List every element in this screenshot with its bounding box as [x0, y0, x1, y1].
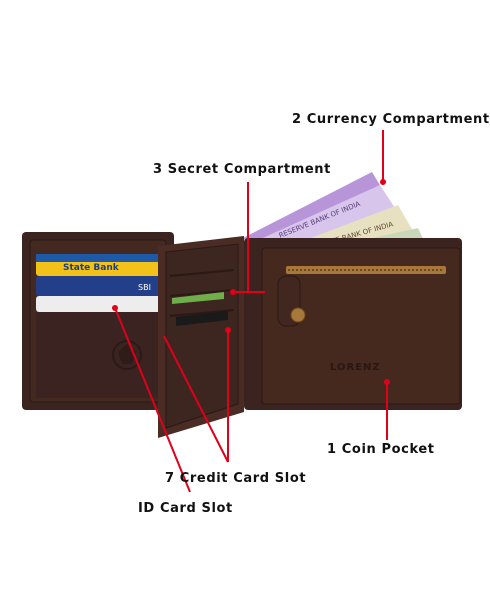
wallet-left-panel: State Bank SBI [22, 232, 174, 410]
brand-logo: LORENZ [330, 362, 381, 373]
callout-coin-pocket: 1 Coin Pocket [327, 442, 435, 457]
callout-markers [112, 179, 390, 385]
wallet-flap [158, 236, 244, 438]
callout-currency-compartment: 2 Currency Compartment [292, 112, 490, 127]
zipper-snap [290, 307, 306, 323]
callout-credit-card-slot: 7 Credit Card Slot [165, 471, 307, 486]
callout-id-card-slot: ID Card Slot [138, 501, 233, 516]
lion-emblem [112, 340, 142, 370]
product-figure: RESERVE BANK OF INDIA RESERVE BANK OF IN… [22, 112, 489, 516]
callout-lines [114, 130, 388, 493]
card-bank-text: State Bank [63, 263, 120, 273]
callout-secret-compartment: 3 Secret Compartment [153, 162, 331, 177]
wallet-illustration: RESERVE BANK OF INDIA RESERVE BANK OF IN… [22, 130, 462, 493]
wallet-right-panel: LORENZ [244, 238, 462, 410]
svg-text:SBI: SBI [138, 283, 151, 292]
